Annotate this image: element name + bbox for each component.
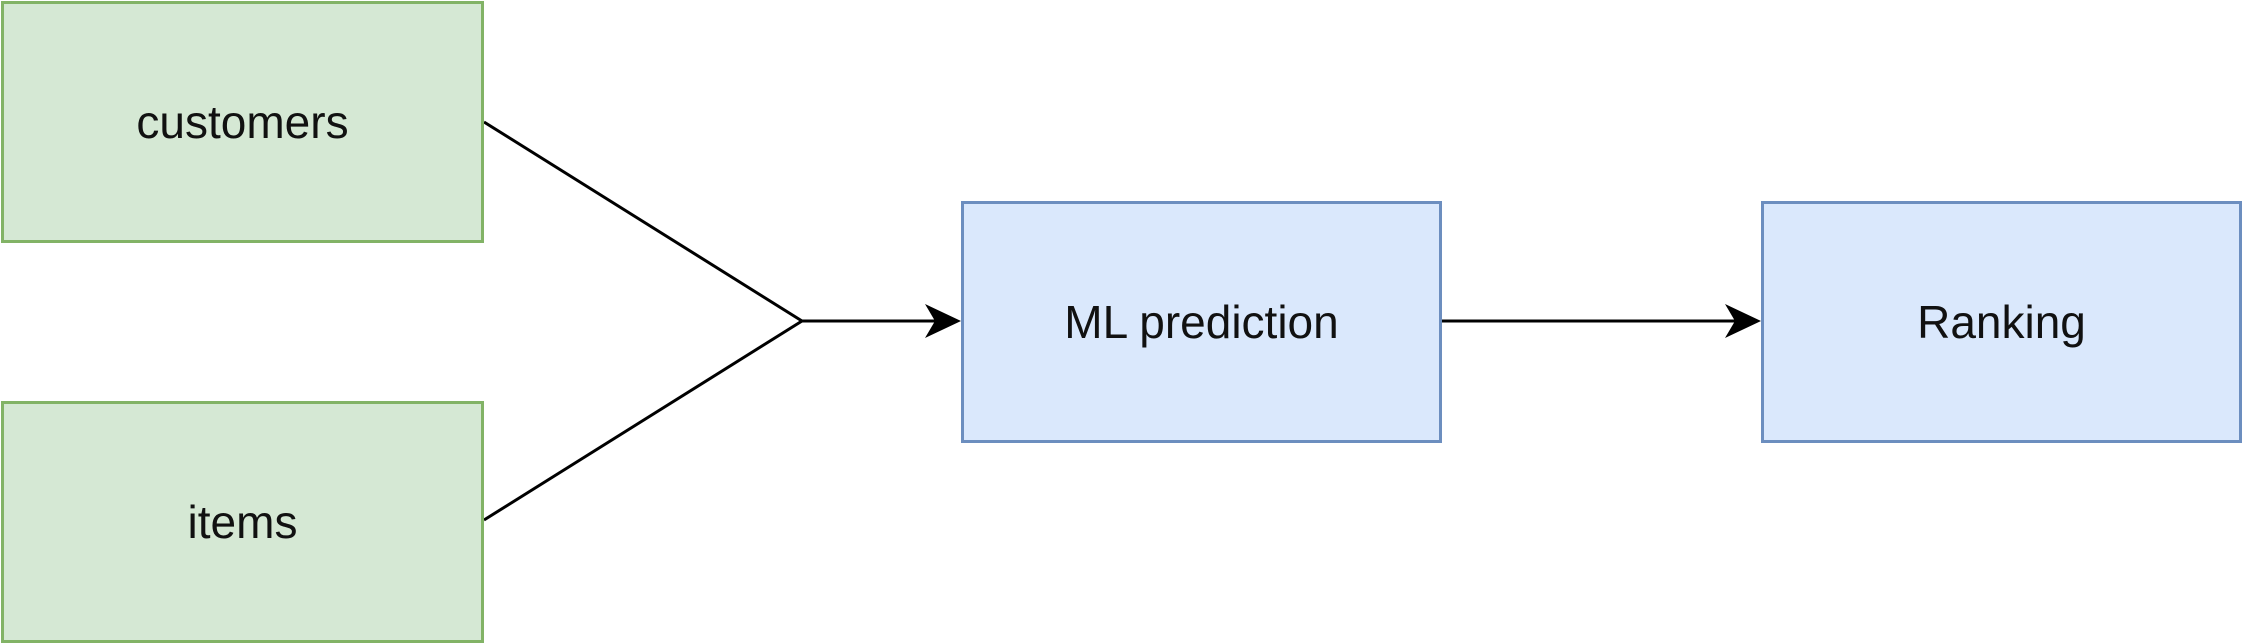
- node-ranking-label: Ranking: [1917, 296, 2086, 348]
- node-ml-prediction-label: ML prediction: [1064, 296, 1339, 348]
- node-ml-prediction[interactable]: ML prediction: [961, 201, 1442, 443]
- edge-items-to-junction: [483, 319, 803, 522]
- arrowhead-ranking: [1725, 304, 1761, 338]
- edge-customers-to-junction: [483, 120, 803, 323]
- node-items[interactable]: items: [1, 401, 484, 643]
- arrowhead-ml-prediction: [925, 304, 961, 338]
- node-items-label: items: [187, 496, 298, 548]
- node-customers-label: customers: [136, 96, 349, 148]
- node-ranking[interactable]: Ranking: [1761, 201, 2242, 443]
- node-customers[interactable]: customers: [1, 1, 484, 243]
